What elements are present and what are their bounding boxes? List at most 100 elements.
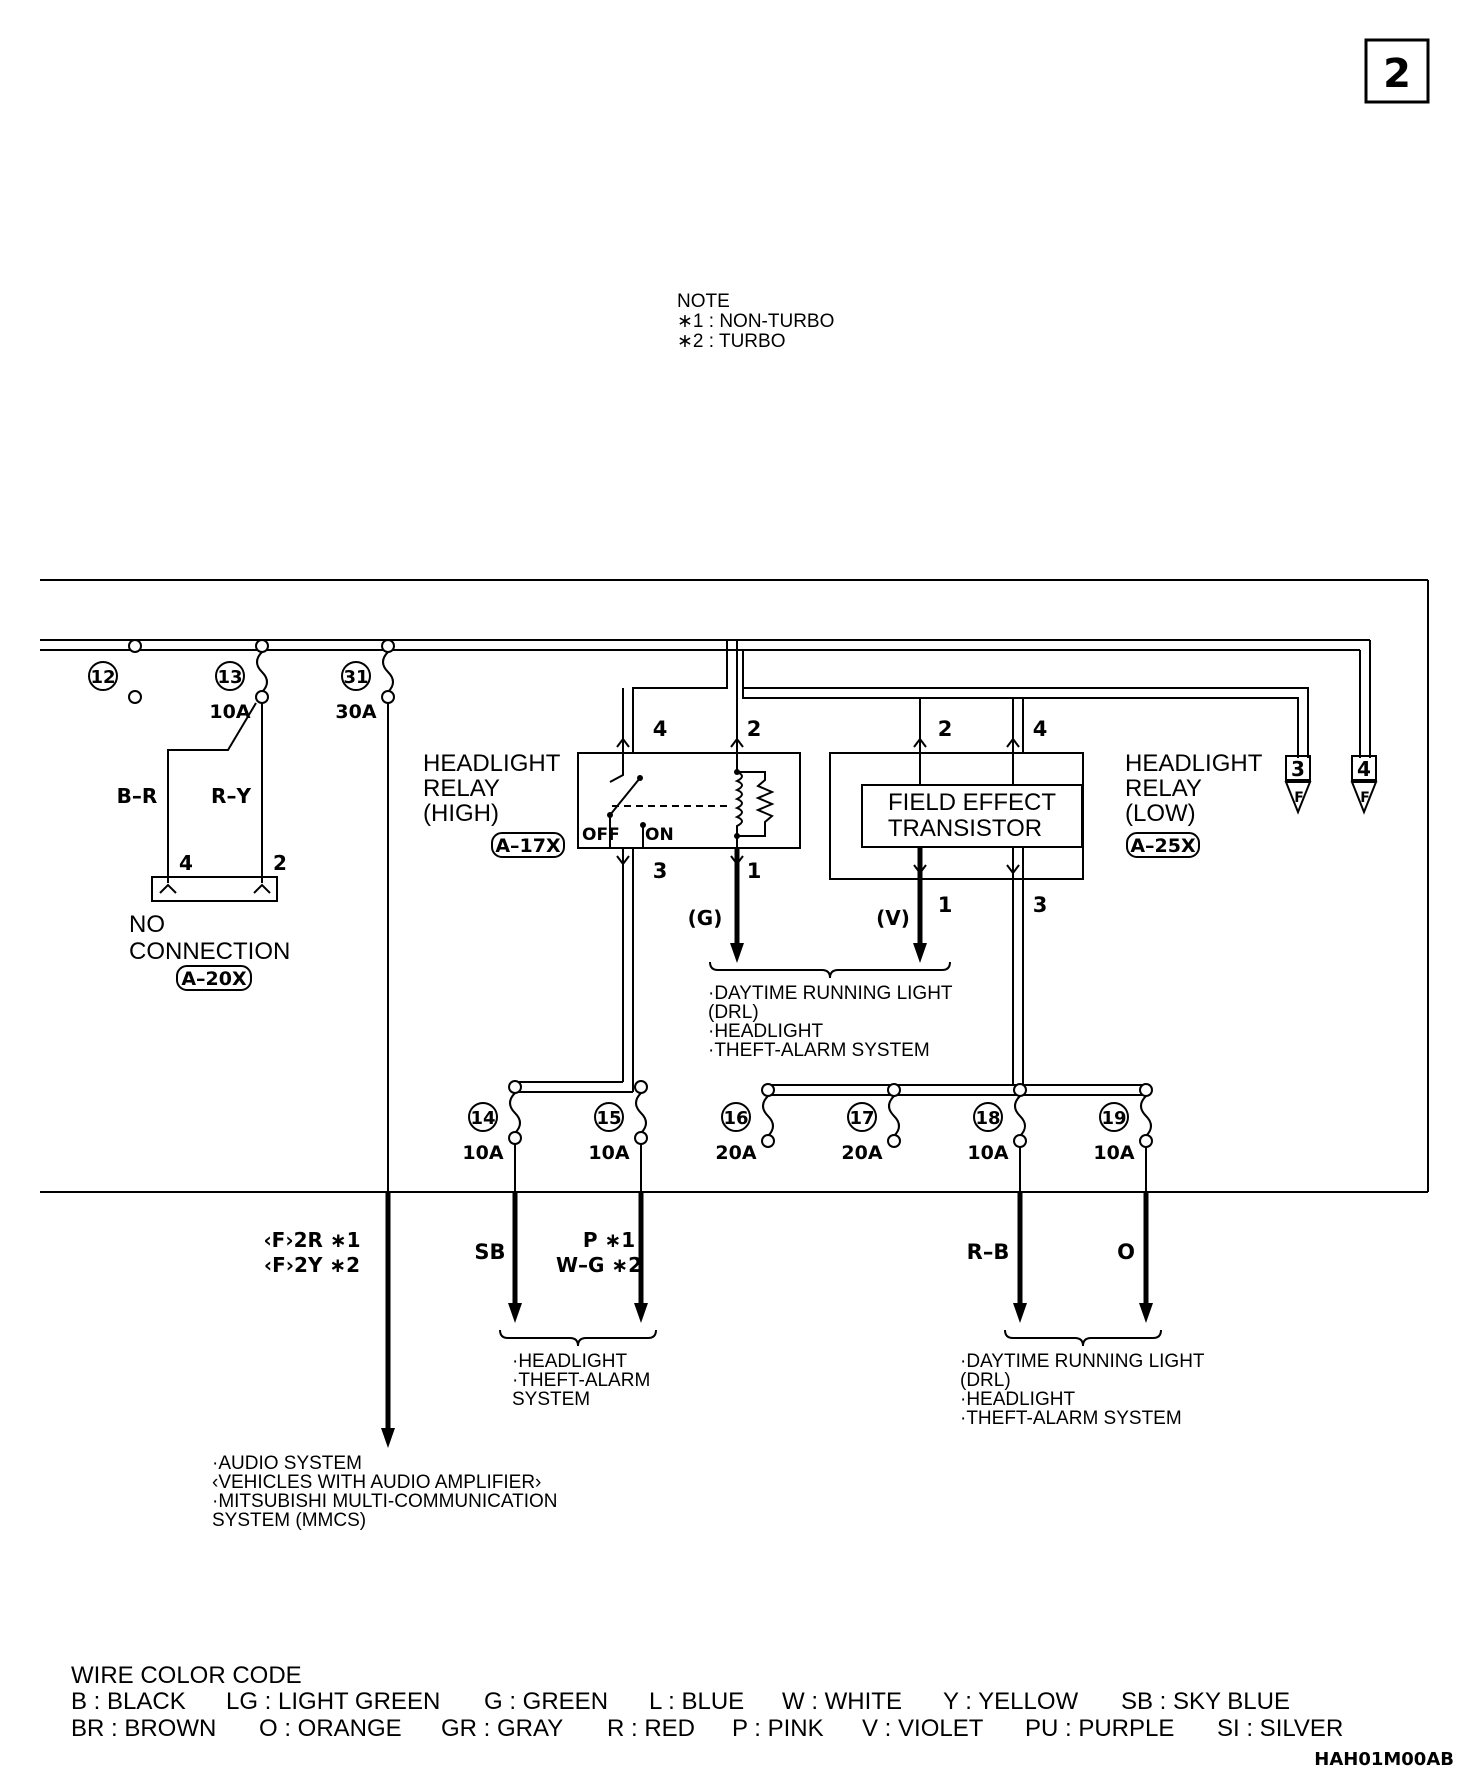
drl-mid-line-1: ·DAYTIME RUNNING LIGHT [708, 983, 953, 1004]
wire-color-code: WIRE COLOR CODE B : BLACK LG : LIGHT GRE… [71, 1662, 1343, 1742]
terminal-4-num: 4 [1357, 757, 1371, 781]
fuse-number: 19 [1101, 1108, 1126, 1129]
fuse-12: 12 [88, 639, 142, 704]
output-19-wire: O [1117, 1240, 1135, 1264]
relay-feed-wires [622, 640, 1309, 758]
fuse-box-frame [40, 579, 1429, 1193]
color-w: W : WHITE [782, 1688, 902, 1715]
terminal-4-letter: F [1360, 790, 1370, 806]
relay-low-pin-3: 3 [1033, 893, 1048, 917]
wire-r-y: R–Y [211, 784, 251, 808]
fuse-19: 19 10A [1093, 1083, 1153, 1164]
output-31-line-2: ‹F›2Y ∗2 [264, 1253, 360, 1277]
relay-low-pin-4: 4 [1033, 717, 1048, 741]
relay-high-code: A–17X [495, 835, 561, 857]
fuse-rating: 20A [715, 1142, 756, 1164]
drl-mid-line-3: ·HEADLIGHT [708, 1021, 823, 1042]
lower-bus-left [515, 1081, 633, 1093]
audio-note-line-1: ·AUDIO SYSTEM [212, 1453, 362, 1474]
relay-low-output-wire: (V) [876, 906, 910, 930]
note-line-1: ∗1 : NON-TURBO [677, 311, 834, 332]
wire-color-title: WIRE COLOR CODE [71, 1662, 302, 1689]
relay-high-label-1: HEADLIGHT [423, 750, 561, 777]
relay-high-outputs: (G) [622, 848, 744, 1092]
drl-note-right: ·DAYTIME RUNNING LIGHT (DRL) ·HEADLIGHT … [960, 1329, 1205, 1429]
fuse-14: 14 10A [462, 1080, 522, 1164]
no-connection-label-1: NO [129, 911, 165, 938]
pin-4: 4 [179, 851, 193, 875]
fuse-31: 31 30A [335, 639, 395, 723]
note-title: NOTE [677, 291, 730, 312]
color-p: P : PINK [732, 1715, 824, 1742]
color-br: BR : BROWN [71, 1715, 216, 1742]
fuse-rating: 10A [1093, 1142, 1134, 1164]
color-o: O : ORANGE [259, 1715, 402, 1742]
terminal-4: 4 F [1350, 755, 1378, 815]
relay-low-code: A–25X [1130, 835, 1196, 857]
audio-note: ·AUDIO SYSTEM ‹VEHICLES WITH AUDIO AMPLI… [212, 1453, 558, 1531]
fuse-rating: 10A [967, 1142, 1008, 1164]
color-gr: GR : GRAY [441, 1715, 563, 1742]
color-r: R : RED [607, 1715, 695, 1742]
output-14-wire: SB [474, 1240, 505, 1264]
no-connection-label-2: CONNECTION [129, 938, 290, 965]
relay-high-pin-3: 3 [653, 859, 668, 883]
relay-low-pin-2: 2 [938, 717, 953, 741]
relay-high-output-wire: (G) [688, 906, 723, 930]
headlight-note-line-2: ·THEFT-ALARM [512, 1370, 650, 1391]
color-l: L : BLUE [649, 1688, 744, 1715]
fuse-13: 13 10A [209, 639, 269, 723]
fuse-number: 16 [723, 1108, 748, 1129]
color-g: G : GREEN [484, 1688, 608, 1715]
drl-right-line-4: ·THEFT-ALARM SYSTEM [960, 1408, 1182, 1429]
fuse-number: 15 [596, 1108, 621, 1129]
note-line-2: ∗2 : TURBO [677, 331, 785, 352]
headlight-relay-low: FIELD EFFECT TRANSISTOR 2 4 1 3 HEADLIGH… [829, 698, 1263, 917]
color-lg: LG : LIGHT GREEN [226, 1688, 440, 1715]
fuse-16: 16 20A [715, 1083, 775, 1164]
fet-label-1: FIELD EFFECT [888, 789, 1056, 816]
color-v: V : VIOLET [862, 1715, 984, 1742]
headlight-note-line-1: ·HEADLIGHT [512, 1351, 627, 1372]
fuse-number: 31 [343, 667, 368, 688]
relay-low-label-1: HEADLIGHT [1125, 750, 1263, 777]
relay-high-label-3: (HIGH) [423, 800, 499, 827]
relay-high-label-2: RELAY [423, 775, 500, 802]
fuse-number: 13 [217, 667, 242, 688]
relay-low-outputs: (V) [876, 847, 1024, 1085]
drl-right-line-1: ·DAYTIME RUNNING LIGHT [960, 1351, 1205, 1372]
lower-bus-right [768, 1084, 1150, 1096]
relay-high-pin-2: 2 [747, 717, 762, 741]
fuse-number: 14 [470, 1108, 495, 1129]
output-18-wire: R–B [967, 1240, 1010, 1264]
headlight-note: ·HEADLIGHT ·THEFT-ALARM SYSTEM [499, 1329, 657, 1410]
color-b: B : BLACK [71, 1688, 186, 1715]
fuse-rating: 10A [588, 1142, 629, 1164]
fuse-number: 12 [90, 667, 115, 688]
color-sb: SB : SKY BLUE [1121, 1688, 1290, 1715]
output-15-line-1: P ∗1 [583, 1228, 635, 1252]
fet-label-2: TRANSISTOR [888, 815, 1042, 842]
color-pu: PU : PURPLE [1025, 1715, 1174, 1742]
color-y: Y : YELLOW [943, 1688, 1079, 1715]
drl-right-line-2: (DRL) [960, 1370, 1011, 1391]
headlight-note-line-3: SYSTEM [512, 1389, 590, 1410]
output-15-line-2: W–G ∗2 [556, 1253, 642, 1277]
fuse-15: 15 10A [588, 1080, 648, 1164]
fuse-rating: 20A [841, 1142, 882, 1164]
fuse-17: 17 20A [841, 1083, 901, 1164]
audio-note-line-2: ‹VEHICLES WITH AUDIO AMPLIFIER› [212, 1472, 541, 1493]
audio-note-line-4: SYSTEM (MMCS) [212, 1510, 366, 1531]
fuse-number: 17 [849, 1108, 874, 1129]
relay-low-pin-1: 1 [938, 893, 953, 917]
relay-high-pin-4: 4 [653, 717, 668, 741]
note-block: NOTE ∗1 : NON-TURBO ∗2 : TURBO [677, 291, 834, 352]
terminal-3: 3 F [1284, 755, 1312, 815]
drl-mid-line-4: ·THEFT-ALARM SYSTEM [708, 1040, 930, 1061]
relay-low-label-2: RELAY [1125, 775, 1202, 802]
drl-note-middle: ·DAYTIME RUNNING LIGHT (DRL) ·HEADLIGHT … [708, 961, 953, 1061]
drl-mid-line-2: (DRL) [708, 1002, 759, 1023]
lower-outputs: SB P ∗1 W–G ∗2 R–B O [474, 1144, 1153, 1323]
terminal-3-num: 3 [1291, 757, 1305, 781]
